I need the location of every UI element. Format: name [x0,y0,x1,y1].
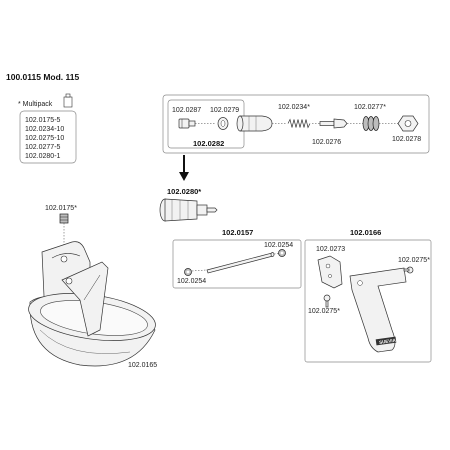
part-label: 102.0287 [172,107,201,114]
multipack-item: 102.0175-5 [25,117,61,124]
brand-text: SUEVIA [379,338,397,345]
bracket-kit-title: 102.0166 [350,228,381,237]
small-bracket-part-icon [317,255,343,289]
part-label: 102.0275* [398,257,430,264]
valve-kit-title: 102.0282 [193,139,224,148]
multipack-item: 102.0280-1 [25,153,61,160]
part-label: 102.0234* [278,104,310,111]
valve-seat-part-icon [178,118,196,129]
multipack-item: 102.0234-10 [25,126,64,133]
bracket-kit-frame [304,239,432,363]
seal-ring-part-icon [217,117,229,130]
nut-part-icon [397,115,419,132]
arrow-down-icon [179,155,189,181]
spring-part-icon [287,118,311,129]
valve-assembly-part-icon [159,198,218,222]
multipack-item: 102.0277-5 [25,144,61,151]
cap-nut-part-icon [184,268,192,276]
bolt-part-icon [323,294,331,308]
part-label: 102.0277* [354,104,386,111]
gasket-part-icon [362,116,380,131]
pin-rod-part-icon [206,252,275,274]
part-label: 102.0276 [312,139,341,146]
part-label: 102.0275* [308,308,340,315]
hook-bracket-part-icon [349,267,407,353]
part-label: 102.0254 [177,278,206,285]
bolt-part-icon [403,266,414,274]
multipack-item: 102.0275-10 [25,135,64,142]
pin-kit-title: 102.0157 [222,228,253,237]
part-label: 102.0165 [128,362,157,369]
cap-nut-part-icon [278,249,286,257]
diagram-title: 100.0115 Mod. 115 [6,72,80,82]
brand-plate [375,336,397,346]
part-label: 102.0278 [392,136,421,143]
drinking-bowl-part-icon [28,241,156,367]
nozzle-part-icon [236,115,273,132]
valve-pin-part-icon [319,118,348,129]
part-label: 102.0273 [316,246,345,253]
part-label: 102.0279 [210,107,239,114]
multipack-label: * Multipack [18,101,53,108]
valve-kit-frame [162,94,430,154]
part-label: 102.0254 [264,242,293,249]
part-label: 102.0280* [167,187,201,196]
multipack-list-frame [19,110,77,164]
part-label: 102.0175* [45,205,77,212]
pin-kit-frame [172,239,302,289]
multipack-box-icon [63,93,73,108]
screw-part-icon [59,213,69,224]
